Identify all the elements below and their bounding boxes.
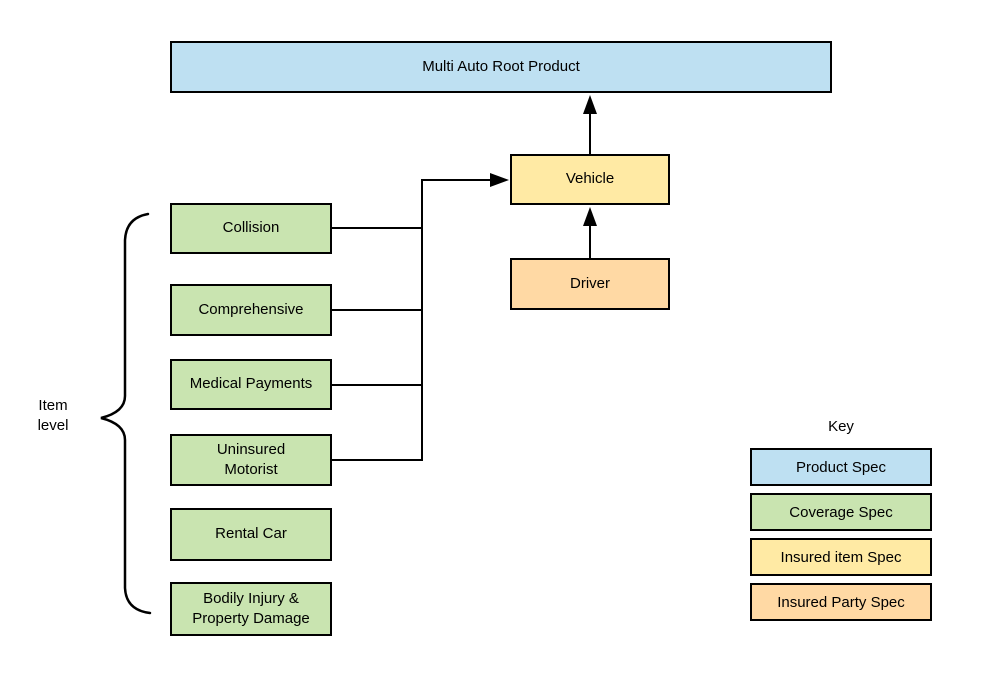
- item-level-label: Item level: [37, 397, 69, 435]
- arrowhead-to-root: [583, 95, 597, 114]
- node-bodily-injury-property-damage: Bodily Injury & Property Damage: [170, 582, 332, 636]
- node-rental-car: Rental Car: [170, 508, 332, 561]
- key-item-product-spec: Product Spec: [750, 448, 932, 486]
- node-medical-payments: Medical Payments: [170, 359, 332, 410]
- item-level-brace: [100, 212, 152, 615]
- node-comprehensive: Comprehensive: [170, 284, 332, 336]
- node-driver: Driver: [510, 258, 670, 310]
- node-vehicle: Vehicle: [510, 154, 670, 205]
- arrowhead-to-vehicle-left: [490, 173, 509, 187]
- node-multi-auto-root-product: Multi Auto Root Product: [170, 41, 832, 93]
- trunk-connector: [421, 179, 492, 460]
- arrowhead-to-vehicle-bottom: [583, 207, 597, 226]
- key-item-insured-party-spec: Insured Party Spec: [750, 583, 932, 621]
- key-title: Key: [828, 418, 854, 435]
- key-item-coverage-spec: Coverage Spec: [750, 493, 932, 531]
- key-item-insured-item-spec: Insured item Spec: [750, 538, 932, 576]
- node-collision: Collision: [170, 203, 332, 254]
- node-uninsured-motorist: Uninsured Motorist: [170, 434, 332, 486]
